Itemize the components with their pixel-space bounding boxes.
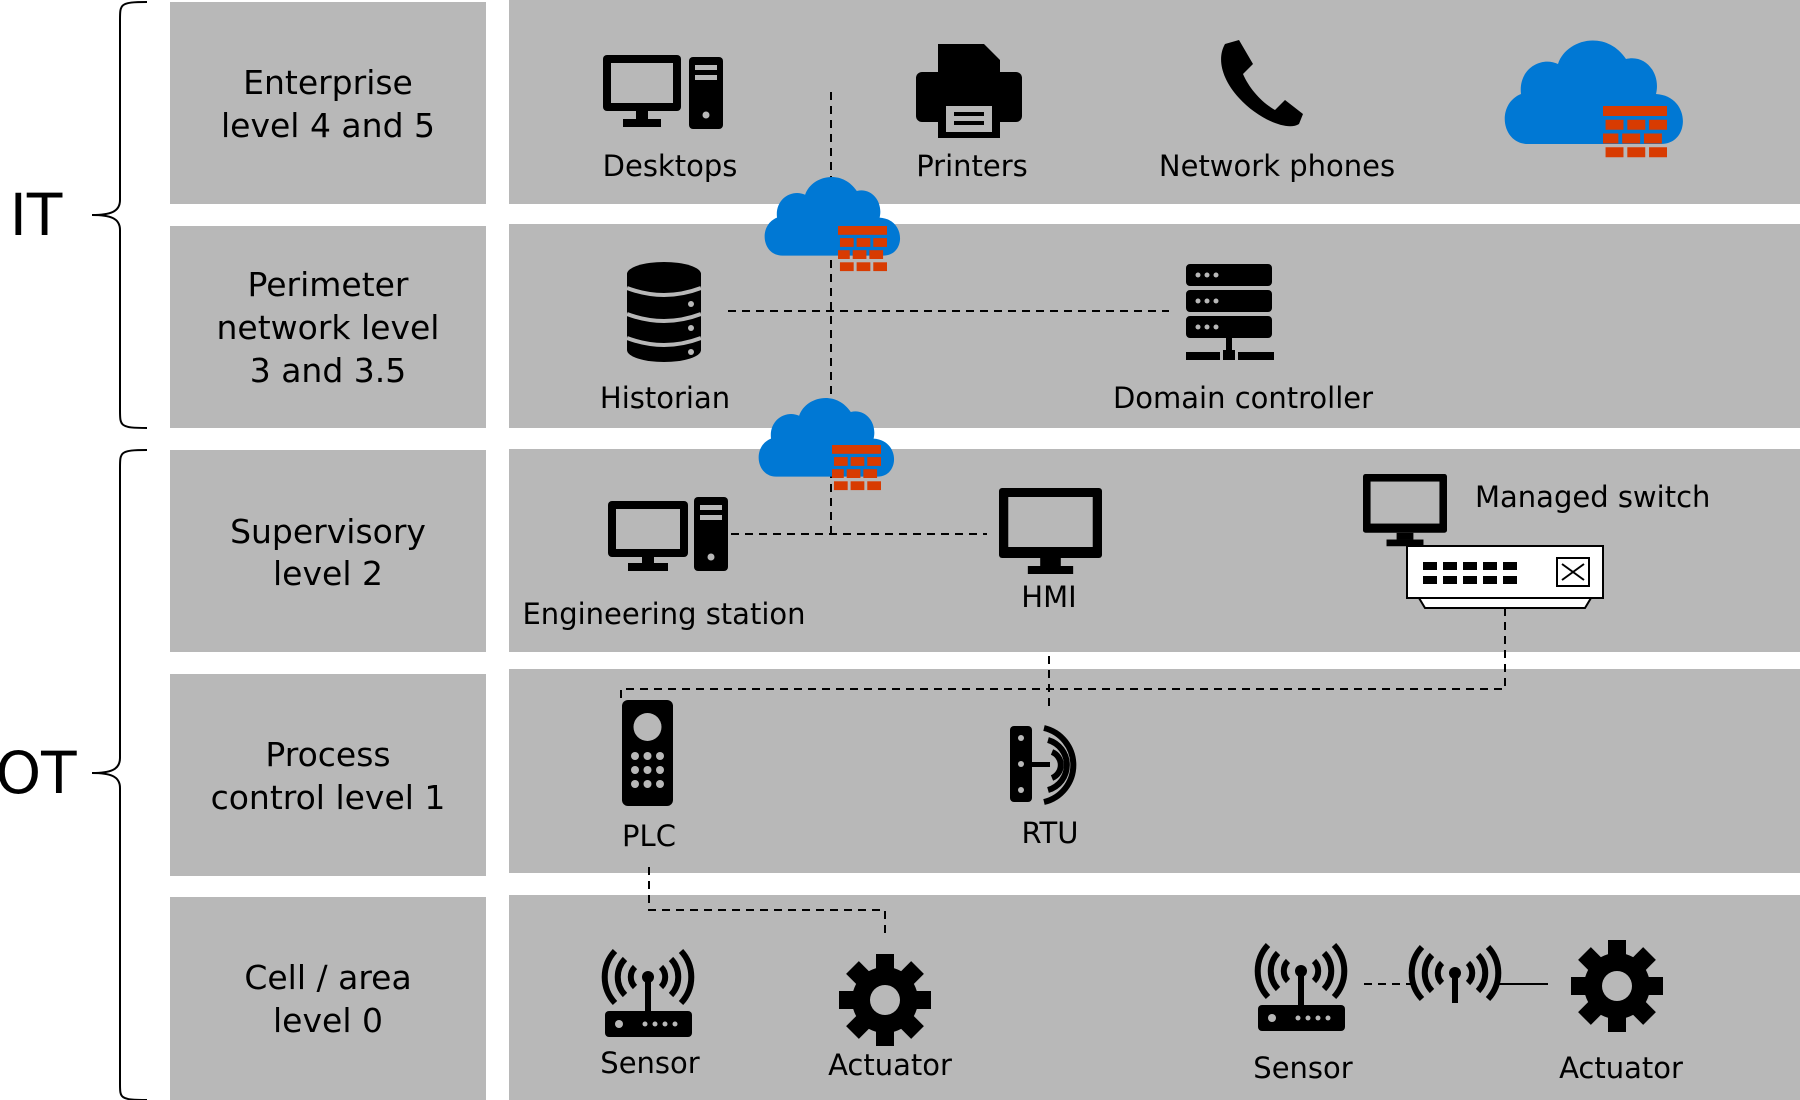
it-group-label: IT <box>10 181 63 249</box>
network-phones-label: Network phones <box>1159 149 1395 183</box>
svg-text:Perimeter: Perimeter <box>247 265 408 304</box>
level-cell-area: Cell / area level 0 <box>170 897 486 1100</box>
level-perimeter: Perimeter network level 3 and 3.5 <box>170 226 486 428</box>
domain-controller-label: Domain controller <box>1113 381 1373 415</box>
level-supervisory: Supervisory level 2 <box>170 450 486 652</box>
database-icon <box>626 262 702 362</box>
ot-brace <box>91 449 148 1100</box>
desktop-icon <box>603 55 723 129</box>
panel-process-control <box>509 669 1800 873</box>
hmi-label: HMI <box>1021 580 1076 614</box>
actuator-2-label: Actuator <box>1559 1051 1683 1085</box>
managed-switch-icon <box>1406 545 1604 609</box>
actuator-1-label: Actuator <box>828 1048 952 1082</box>
wireless-antenna-icon <box>1408 944 1502 1003</box>
gear-icon <box>839 954 931 1046</box>
svg-text:level 0: level 0 <box>273 1001 383 1040</box>
svg-text:network level: network level <box>217 308 440 347</box>
engineering-station-label: Engineering station <box>522 597 805 631</box>
managed-switch-label: Managed switch <box>1475 480 1710 514</box>
level-process-control: Process control level 1 <box>170 674 486 876</box>
panel-perimeter <box>509 224 1800 428</box>
svg-text:Process: Process <box>265 735 390 774</box>
svg-text:level 2: level 2 <box>273 554 383 593</box>
rtu-label: RTU <box>1022 816 1079 850</box>
ot-group-label: OT <box>0 739 77 807</box>
svg-text:Cell / area: Cell / area <box>244 958 411 997</box>
engineering-station-icon <box>608 497 728 571</box>
panel-cell-area <box>509 895 1800 1100</box>
printers-label: Printers <box>916 149 1028 183</box>
sensor-1-label: Sensor <box>600 1046 699 1080</box>
svg-text:Enterprise: Enterprise <box>243 63 413 102</box>
svg-text:level 4 and 5: level 4 and 5 <box>221 106 435 145</box>
gear-icon <box>1571 940 1663 1032</box>
rtu-icon <box>1010 725 1077 805</box>
historian-label: Historian <box>600 381 730 415</box>
svg-text:Supervisory: Supervisory <box>230 512 426 551</box>
svg-text:control level 1: control level 1 <box>211 778 446 817</box>
svg-text:3 and 3.5: 3 and 3.5 <box>250 351 407 390</box>
plc-icon <box>622 700 673 806</box>
plc-label: PLC <box>622 819 676 853</box>
it-brace <box>91 1 148 429</box>
printer-icon <box>916 44 1022 138</box>
phone-icon <box>1221 40 1303 127</box>
server-icon <box>1186 264 1274 360</box>
level-enterprise: Enterprise level 4 and 5 <box>170 2 486 204</box>
sensor-2-label: Sensor <box>1253 1051 1352 1085</box>
desktops-label: Desktops <box>603 149 738 183</box>
